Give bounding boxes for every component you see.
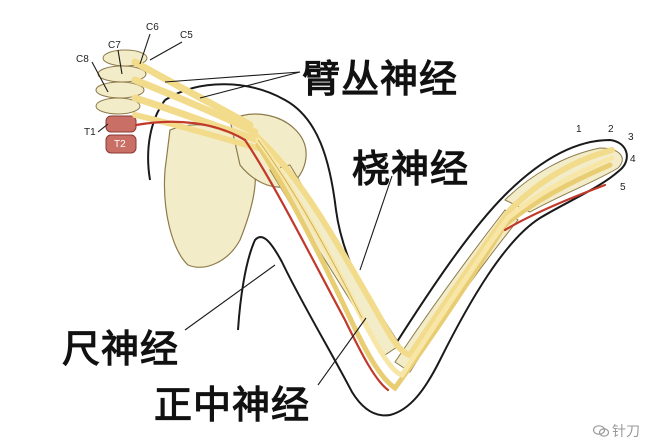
label-t2: T2 — [114, 139, 126, 150]
artery-path — [134, 120, 607, 392]
finger-label-4: 4 — [630, 154, 636, 165]
label-median-nerve: 正中神经 — [154, 383, 311, 427]
radial-nerve-path — [252, 132, 615, 359]
wechat-icon — [593, 425, 609, 437]
leader-c8 — [91, 61, 109, 93]
leader-brachial — [164, 71, 301, 83]
leader-lines — [91, 33, 393, 386]
vertebra-t1 — [105, 115, 137, 133]
watermark: 针刀 — [593, 421, 640, 441]
label-c8: C8 — [76, 54, 89, 65]
nerve-outline — [257, 139, 363, 319]
label-brachial-plexus: 臂丛神经 — [302, 57, 459, 101]
finger-label-1: 1 — [576, 124, 582, 135]
leader-radial — [359, 175, 393, 271]
finger-label-2: 2 — [608, 124, 614, 135]
leader-ulnar — [184, 264, 276, 331]
nerve-bundle — [131, 58, 262, 151]
leader-t1 — [97, 123, 109, 133]
leader-c5 — [149, 41, 183, 61]
vertebra-t2 — [105, 134, 137, 154]
watermark-text: 针刀 — [612, 424, 640, 440]
label-ulnar-nerve: 尺神经 — [62, 327, 180, 371]
leader-c7 — [117, 49, 123, 75]
finger-label-3: 3 — [628, 132, 634, 143]
label-c6: C6 — [146, 22, 159, 33]
leader-median — [317, 317, 367, 386]
arm-outline — [164, 83, 628, 417]
ulnar-nerve-path — [255, 142, 613, 392]
label-radial-nerve: 桡神经 — [352, 147, 470, 191]
back-outline — [147, 99, 166, 181]
leader-brachial-2 — [199, 71, 301, 99]
label-c5: C5 — [180, 30, 193, 41]
leader-c6 — [139, 33, 151, 65]
label-c7: C7 — [108, 40, 121, 51]
label-t1: T1 — [84, 127, 96, 138]
finger-label-5: 5 — [620, 182, 626, 193]
vertebra-c8 — [95, 97, 141, 115]
